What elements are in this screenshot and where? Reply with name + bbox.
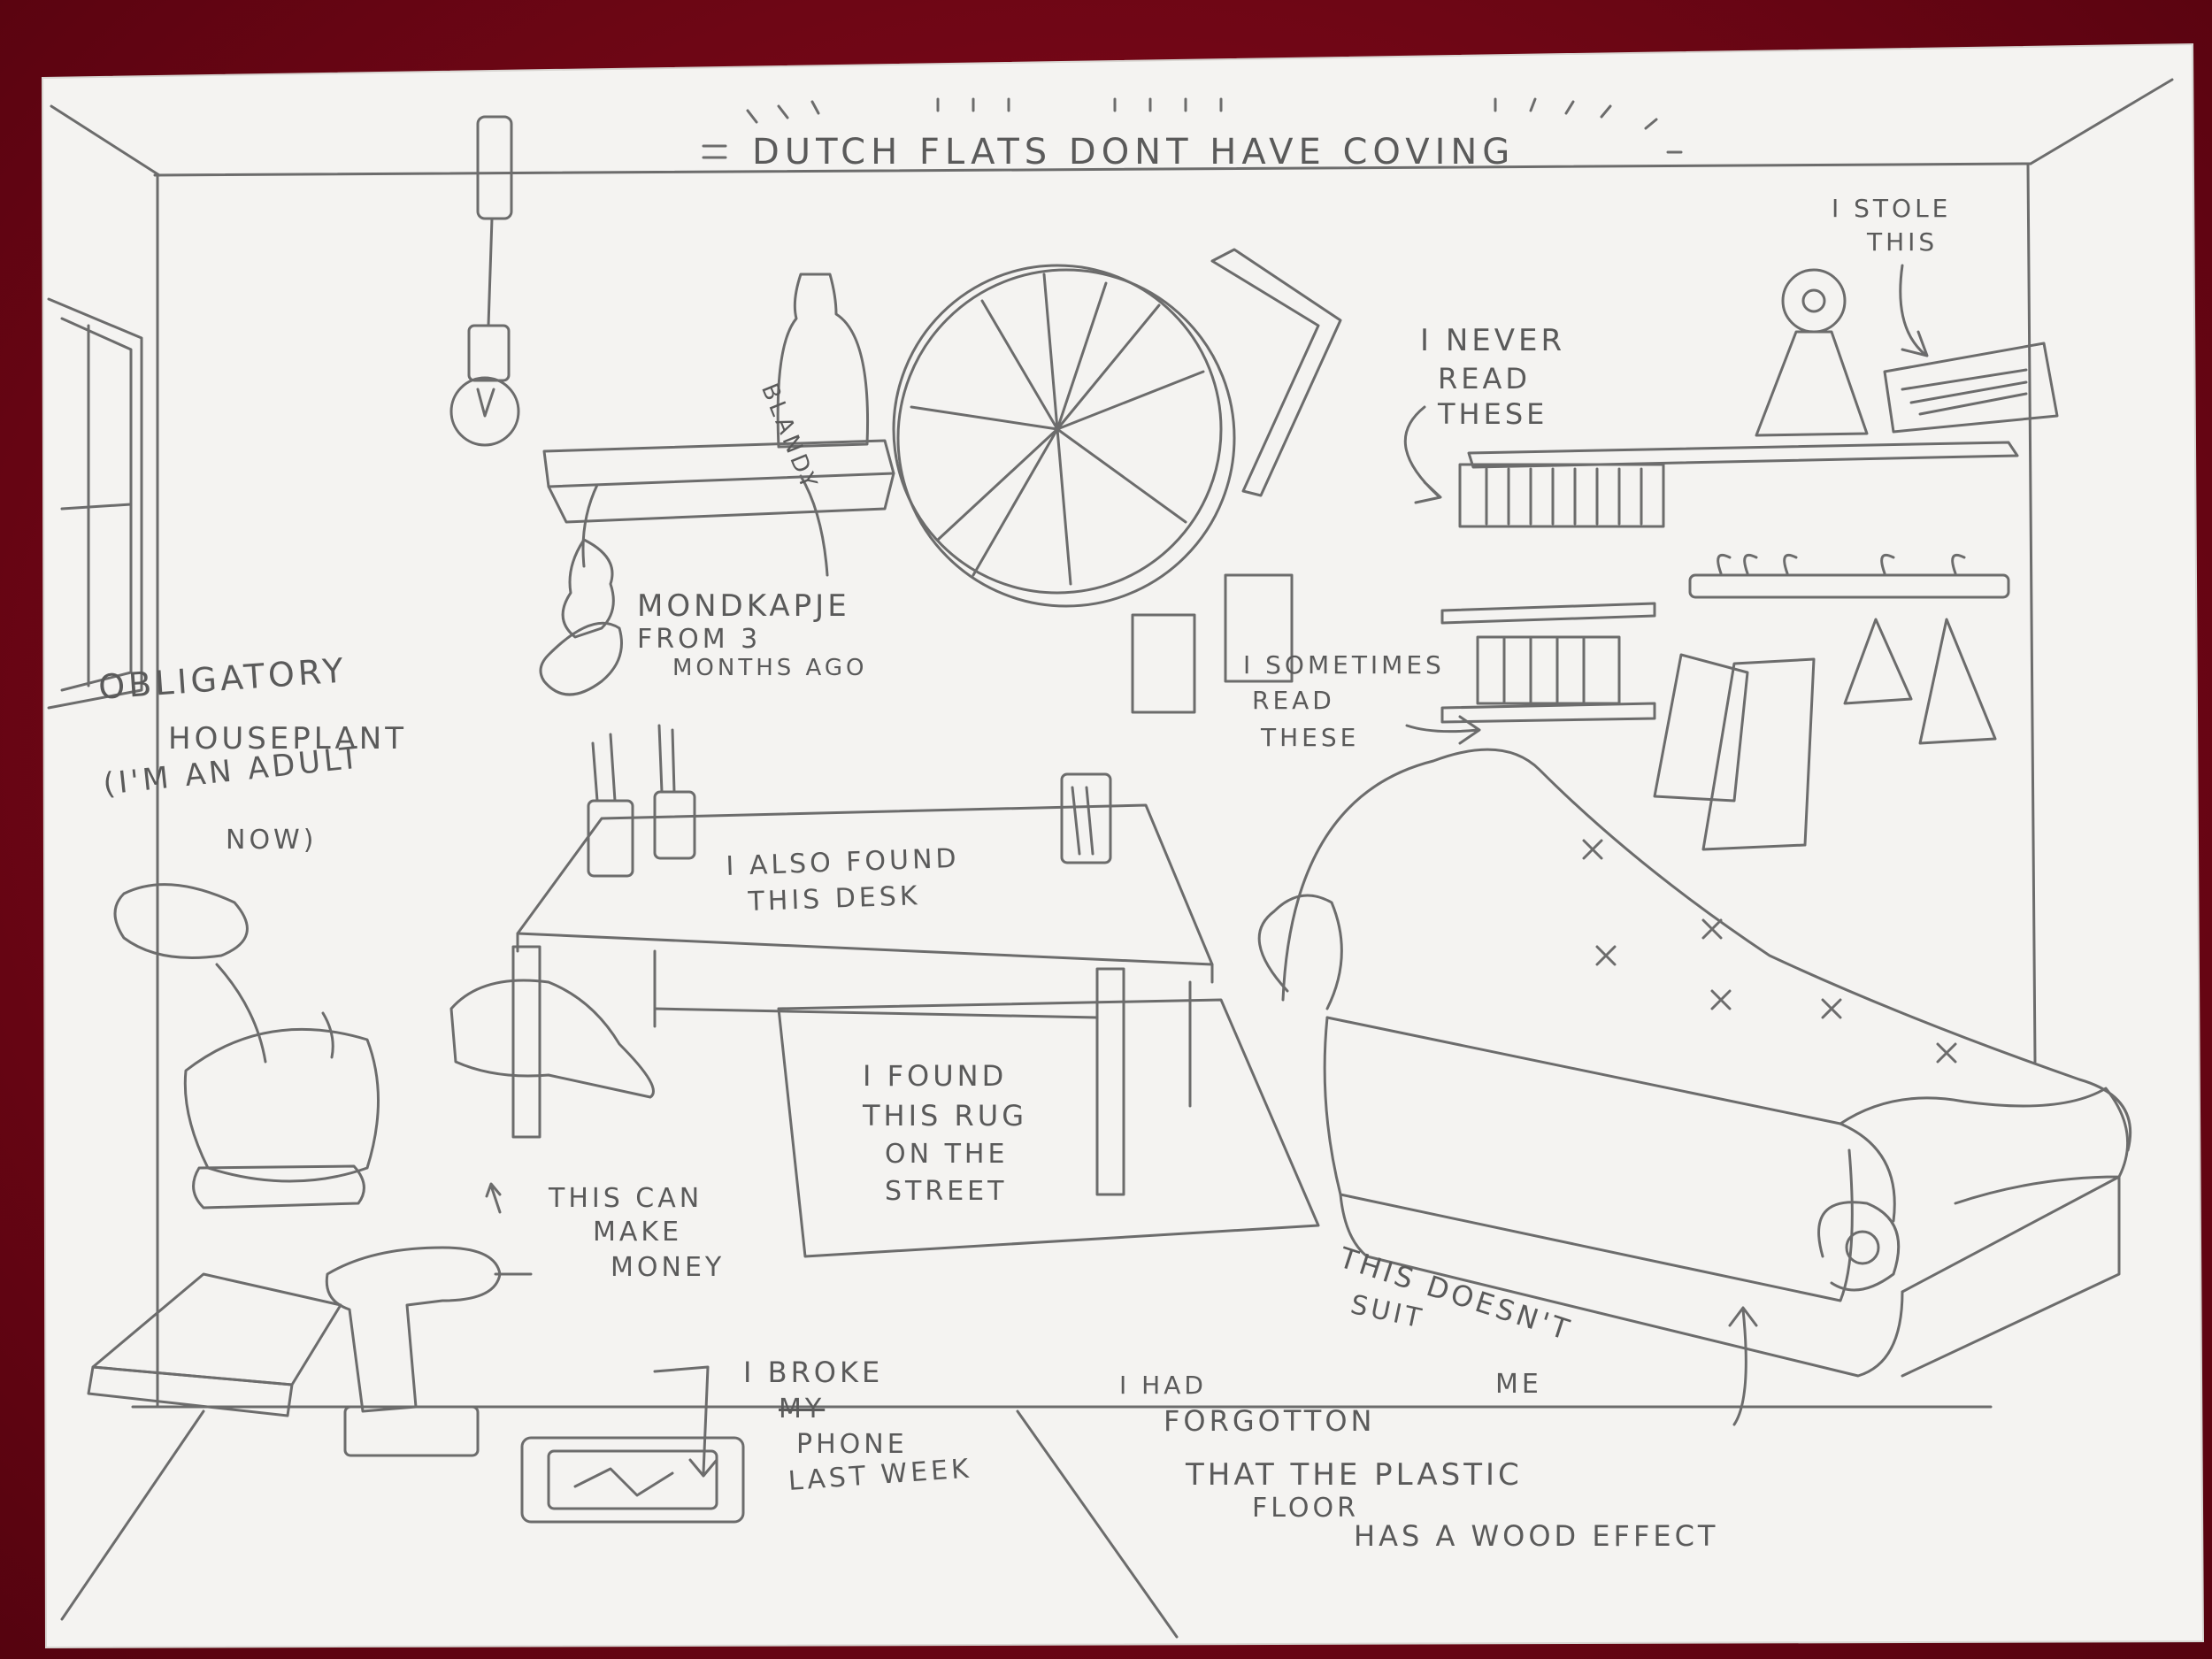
annotation-arrows <box>485 264 1929 1478</box>
pen-pots <box>587 724 1112 878</box>
picture-frames <box>1131 573 1294 714</box>
note-stole-line-2: THIS <box>1867 227 1939 257</box>
note-drill-line-2: MAKE <box>593 1217 683 1248</box>
note-floor-line-2: FORGOTTON <box>1164 1404 1376 1438</box>
note-never-read-line-3: THESE <box>1438 397 1548 431</box>
note-phone-line-1: I BROKE <box>743 1356 884 1389</box>
note-rug-line-1: I FOUND <box>863 1059 1008 1093</box>
note-drill-line-3: MONEY <box>611 1252 726 1283</box>
wall-shelf <box>542 439 895 577</box>
note-stole-line-1: I STOLE <box>1832 194 1952 223</box>
note-sometimes-read-line-2: READ <box>1252 686 1335 715</box>
note-mondkapje-line-3: MONTHS AGO <box>672 655 868 681</box>
bottle <box>776 273 870 449</box>
note-sometimes-read-line-3: THESE <box>1261 723 1360 752</box>
note-rug-line-2: THIS RUG <box>863 1099 1027 1133</box>
note-houseplant-line-2: HOUSEPLANT <box>168 721 407 757</box>
cloth-pile <box>449 979 655 1099</box>
stolen-sign <box>1755 268 1869 437</box>
note-sofa-line-3: ME <box>1495 1369 1542 1400</box>
note-never-read-line-1: I NEVER <box>1420 323 1566 358</box>
lower-bookshelf <box>1440 602 1656 724</box>
bicycle-wheel <box>892 264 1236 608</box>
title-text: DUTCH FLATS DONT HAVE COVING <box>752 132 1516 173</box>
clothes-rail <box>1653 553 2010 851</box>
note-drill-line-1: THIS CAN <box>549 1183 703 1214</box>
note-rug-line-4: STREET <box>885 1176 1008 1207</box>
rug <box>777 998 1320 1258</box>
note-phone-line-3: PHONE <box>796 1429 908 1460</box>
note-sometimes-read-line-1: I SOMETIMES <box>1243 650 1445 680</box>
window <box>47 297 143 710</box>
title-sparkles <box>702 97 1683 159</box>
note-mondkapje-line-2: FROM 3 <box>637 624 762 655</box>
face-mask <box>539 538 623 696</box>
note-floor-line-1: I HAD <box>1119 1371 1207 1400</box>
note-floor-line-4: FLOOR <box>1252 1493 1359 1524</box>
note-desk-line-2: THIS DESK <box>747 880 922 918</box>
houseplant <box>113 883 380 1210</box>
note-desk-line-1: I ALSO FOUND <box>725 842 961 882</box>
note-mondkapje-line-1: MONDKAPJE <box>637 588 850 624</box>
desk <box>511 803 1214 1196</box>
note-houseplant-line-4: NOW) <box>226 825 318 856</box>
bent-ruler <box>1210 248 1342 497</box>
note-floor-line-5: HAS A WOOD EFFECT <box>1354 1519 1719 1553</box>
pendant-lamp <box>449 115 520 447</box>
stolen-object <box>1883 342 2059 434</box>
note-never-read-line-2: READ <box>1438 362 1531 396</box>
note-phone-line-2: MY <box>779 1394 826 1425</box>
drill <box>325 1246 533 1457</box>
paper-background <box>41 42 2205 1649</box>
note-floor-line-3: THAT THE PLASTIC <box>1186 1457 1523 1493</box>
upper-bookshelf <box>1458 441 2019 528</box>
broken-phone <box>520 1436 745 1524</box>
note-rug-line-3: ON THE <box>885 1139 1009 1170</box>
sofa <box>1257 748 2132 1378</box>
